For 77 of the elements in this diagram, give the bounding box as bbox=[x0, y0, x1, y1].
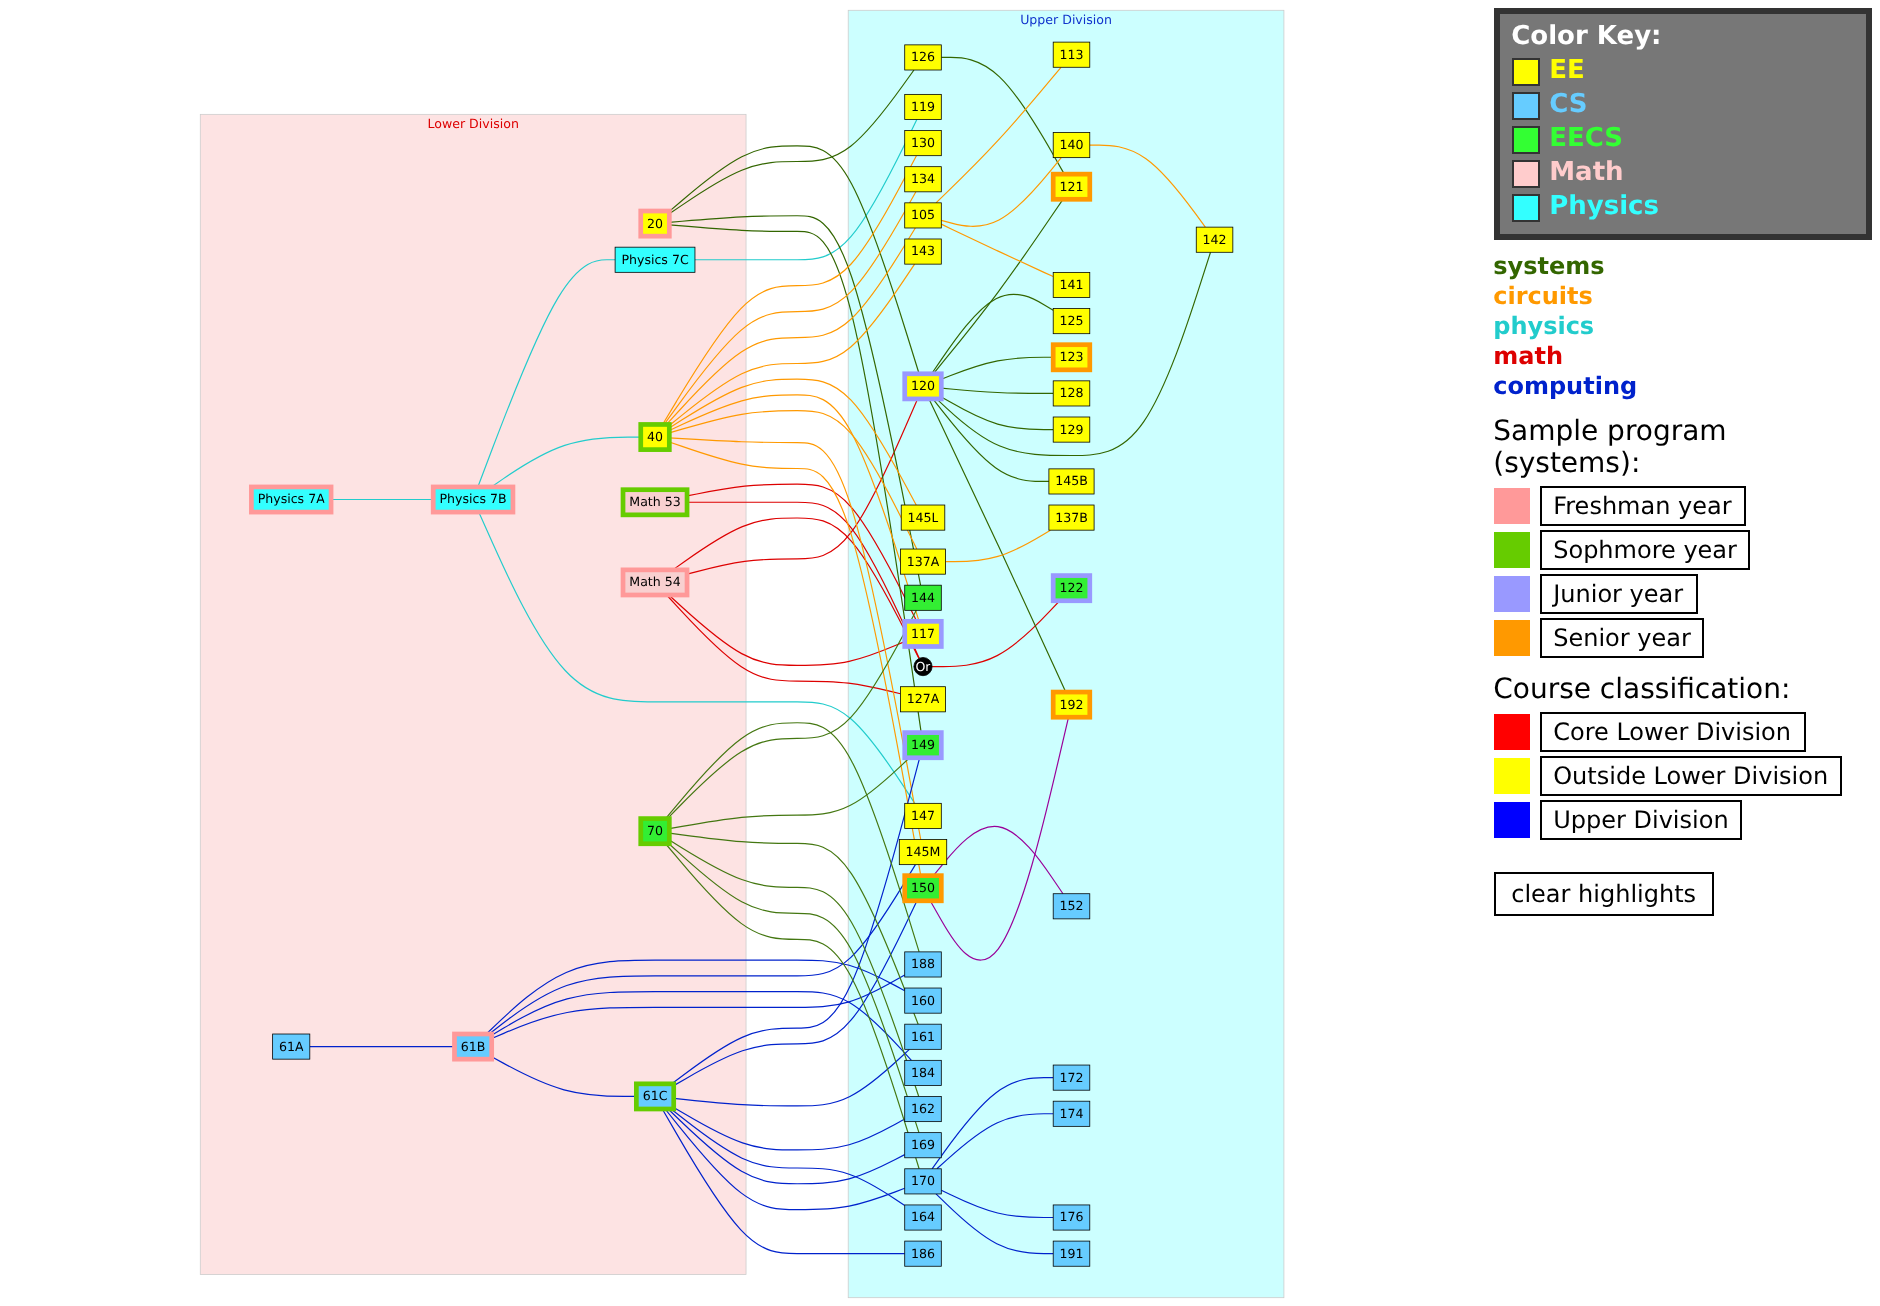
connector bbox=[477, 258, 617, 487]
connector bbox=[478, 510, 916, 803]
legend-label: Outside Lower Division bbox=[1539, 756, 1843, 796]
legend-label: Math bbox=[1549, 158, 1624, 188]
connector bbox=[935, 65, 1063, 203]
connector bbox=[309, 1045, 456, 1047]
connector bbox=[936, 250, 1212, 456]
line-group-label: systems bbox=[1493, 252, 1607, 280]
connector bbox=[669, 223, 923, 733]
connector bbox=[489, 863, 917, 1034]
connector bbox=[686, 397, 919, 574]
connector bbox=[669, 262, 916, 426]
legend-heading: Sample program (systems): bbox=[1493, 416, 1729, 480]
connector bbox=[673, 899, 919, 1086]
connector bbox=[930, 715, 1070, 960]
connector bbox=[669, 409, 918, 549]
connector bbox=[668, 1107, 906, 1184]
connector bbox=[666, 593, 902, 694]
legend-label: Freshman year bbox=[1539, 486, 1746, 526]
connector bbox=[935, 1192, 1055, 1254]
connector bbox=[932, 397, 1050, 482]
connector bbox=[932, 1076, 1055, 1169]
connector bbox=[941, 395, 1055, 430]
connector bbox=[941, 156, 1063, 226]
connector bbox=[667, 608, 918, 819]
connector bbox=[668, 593, 906, 665]
legend-heading: Color Key: bbox=[1511, 22, 1664, 52]
legend-label: EECS bbox=[1549, 124, 1624, 154]
line-group-label: circuits bbox=[1493, 282, 1595, 310]
connector bbox=[941, 355, 1055, 379]
legend-label: Sophmore year bbox=[1539, 530, 1751, 570]
connector bbox=[330, 497, 435, 500]
connector bbox=[669, 756, 911, 829]
connector bbox=[673, 1105, 906, 1150]
connector bbox=[669, 68, 916, 214]
connector bbox=[1089, 143, 1207, 227]
connector bbox=[669, 144, 921, 374]
connector bbox=[666, 226, 917, 425]
connector bbox=[932, 599, 1061, 667]
legend-label: Senior year bbox=[1539, 618, 1705, 658]
legend-label: Junior year bbox=[1539, 574, 1698, 614]
legend-label: Physics bbox=[1549, 192, 1660, 222]
connector bbox=[491, 1055, 638, 1096]
connector bbox=[941, 222, 1055, 277]
line-group-label: computing bbox=[1493, 372, 1640, 400]
connector bbox=[665, 721, 921, 952]
connector bbox=[928, 397, 1067, 692]
legend-heading: Course classification: bbox=[1493, 674, 1793, 706]
connector bbox=[686, 482, 918, 621]
legend-label: Core Lower Division bbox=[1539, 712, 1806, 752]
connector bbox=[486, 958, 906, 1034]
line-group-label: math bbox=[1493, 342, 1565, 370]
connector bbox=[945, 528, 1052, 562]
connector bbox=[686, 500, 921, 658]
connector bbox=[941, 386, 1055, 393]
connector bbox=[933, 197, 1065, 374]
connector bbox=[669, 377, 918, 505]
legend-label: CS bbox=[1549, 90, 1588, 120]
connector bbox=[931, 292, 1055, 374]
line-group-label: physics bbox=[1493, 312, 1597, 340]
connector bbox=[669, 214, 922, 585]
connector bbox=[941, 55, 1066, 174]
connector bbox=[669, 831, 920, 1024]
connector bbox=[694, 117, 918, 260]
connector bbox=[941, 1188, 1055, 1218]
connector bbox=[491, 990, 913, 1060]
legend-label: EE bbox=[1549, 56, 1585, 86]
clear-highlights-button: clear highlights bbox=[1493, 872, 1715, 916]
connector bbox=[662, 1107, 906, 1254]
legend-label: Upper Division bbox=[1539, 800, 1743, 840]
connector bbox=[671, 756, 921, 1084]
connector bbox=[933, 824, 1065, 894]
connector bbox=[491, 973, 906, 1039]
connector bbox=[673, 1047, 911, 1106]
connector bbox=[491, 435, 642, 487]
connector bbox=[936, 1112, 1055, 1169]
connector bbox=[669, 393, 921, 621]
